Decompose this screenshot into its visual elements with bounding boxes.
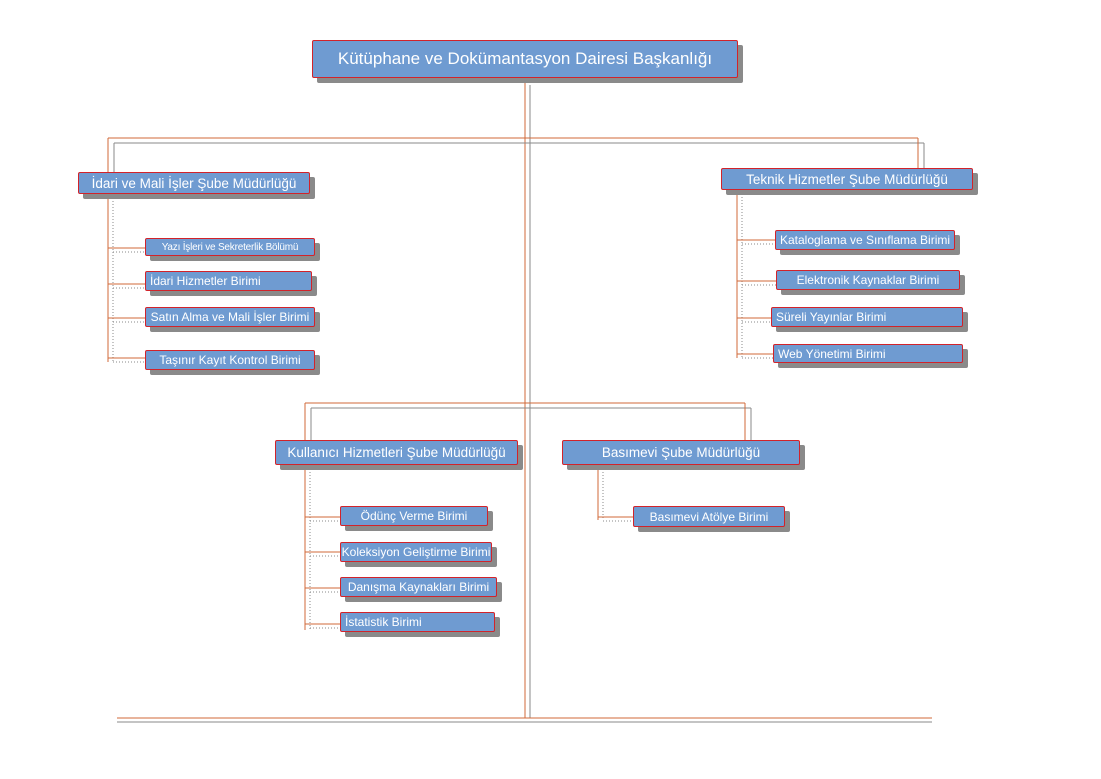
dept-basimevi: Basımevi Şube Müdürlüğü [562,440,800,465]
dept-idari-mali-isler: İdari ve Mali İşler Şube Müdürlüğü [78,172,310,194]
unit-tasinir-kayit: Taşınır Kayıt Kontrol Birimi [145,350,315,370]
unit-odunc-verme: Ödünç Verme Birimi [340,506,488,526]
unit-koleksiyon-gelistirme: Koleksiyon Geliştirme Birimi [340,542,492,562]
unit-elektronik-kaynaklar: Elektronik Kaynaklar Birimi [776,270,960,290]
unit-web-yonetimi: Web Yönetimi Birimi [773,344,963,363]
unit-yazi-isleri: Yazı İşleri ve Sekreterlik Bölümü [145,238,315,256]
unit-istatistik: İstatistik Birimi [340,612,495,632]
unit-kataloglama: Kataloglama ve Sınıflama Birimi [775,230,955,250]
unit-idari-hizmetler: İdari Hizmetler Birimi [145,271,312,291]
root-node: Kütüphane ve Dokümantasyon Dairesi Başka… [312,40,738,78]
unit-sureli-yayinlar: Süreli Yayınlar Birimi [771,307,963,327]
unit-basimevi-atolye: Basımevi Atölye Birimi [633,506,785,527]
dept-kullanici-hizmetleri: Kullanıcı Hizmetleri Şube Müdürlüğü [275,440,518,465]
unit-satin-alma: Satın Alma ve Mali İşler Birimi [145,307,315,327]
unit-danisma-kaynaklari: Danışma Kaynakları Birimi [340,577,497,597]
dept-teknik-hizmetler: Teknik Hizmetler Şube Müdürlüğü [721,168,973,190]
